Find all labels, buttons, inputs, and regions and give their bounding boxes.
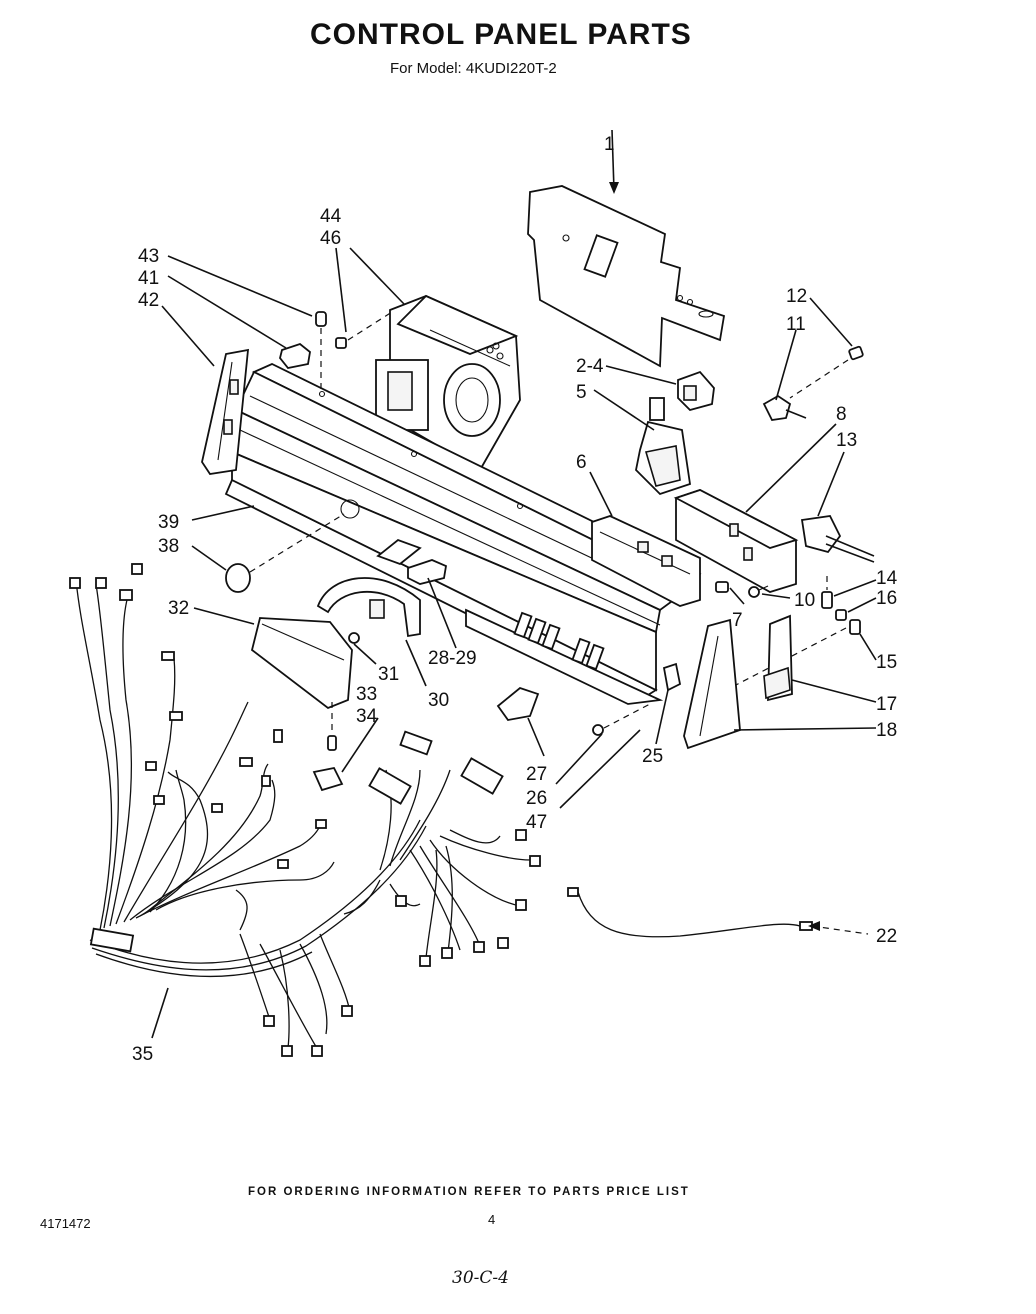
- part-46-screw: [335, 311, 393, 349]
- part-18-right-end-cap: [683, 618, 741, 750]
- part-30-bracket: [316, 577, 421, 638]
- callout-16: 16: [876, 588, 897, 609]
- part-33-screw: [327, 702, 337, 751]
- callout-18: 18: [876, 720, 897, 741]
- callout-31: 31: [378, 664, 399, 685]
- callout-30: 30: [428, 690, 449, 711]
- part-27-knob: [496, 686, 540, 721]
- callout-22: 22: [876, 926, 897, 947]
- callout-5: 5: [576, 382, 587, 403]
- callout-2-4: 2-4: [576, 356, 604, 377]
- part-16-screw: [835, 609, 847, 621]
- callout-12: 12: [786, 286, 807, 307]
- callout-25: 25: [642, 746, 663, 767]
- callout-10: 10: [794, 590, 815, 611]
- part-22-cable: [567, 887, 869, 938]
- ordering-note: FOR ORDERING INFORMATION REFER TO PARTS …: [248, 1186, 690, 1198]
- part-17-bracket: [763, 614, 793, 702]
- callout-11: 11: [786, 314, 806, 335]
- part-13-lever-switch: [800, 515, 875, 563]
- callout-8: 8: [836, 404, 847, 425]
- part-15-screw: [733, 619, 861, 687]
- page-number: 4: [488, 1212, 496, 1227]
- callout-26: 26: [526, 788, 547, 809]
- callout-38: 38: [158, 536, 179, 557]
- document-number: 4171472: [40, 1216, 91, 1231]
- callout-28-29: 28-29: [428, 648, 477, 669]
- console-panel: [216, 363, 702, 705]
- part-26-screw: [592, 703, 651, 736]
- part-43-screw: [315, 311, 327, 394]
- callout-43: 43: [138, 246, 159, 267]
- callout-13: 13: [836, 430, 857, 451]
- model-subtitle: For Model: 4KUDI220T-2: [390, 60, 557, 77]
- callout-labels: 1 44 46 43 41 42 12 11 2-4 5 8 13 6 39 3…: [132, 134, 898, 1065]
- callout-17: 17: [876, 694, 897, 715]
- callout-39: 39: [158, 512, 179, 533]
- part-31-screw: [348, 632, 360, 644]
- part-1-circuit-board: [527, 129, 726, 368]
- part-12-screw: [789, 345, 864, 399]
- part-14-screw: [821, 576, 833, 609]
- part-8-housing: [673, 489, 799, 593]
- part-2-4-switch: [677, 370, 715, 412]
- callout-34: 34: [356, 706, 378, 727]
- page-title: CONTROL PANEL PARTS: [310, 18, 692, 51]
- part-35-wiring-harness: [69, 563, 541, 1057]
- callout-47: 47: [526, 812, 547, 833]
- part-34-clip: [312, 766, 344, 792]
- callout-15: 15: [876, 652, 897, 673]
- callout-14: 14: [876, 568, 898, 589]
- part-10-screw: [748, 585, 769, 598]
- callout-35: 35: [132, 1044, 153, 1065]
- callout-6: 6: [576, 452, 587, 473]
- callout-46: 46: [320, 228, 341, 249]
- part-7-screw: [715, 581, 729, 593]
- part-28-29-bracket: [376, 538, 448, 585]
- part-41-bracket: [279, 342, 311, 369]
- part-38-knob: [225, 513, 345, 593]
- part-6-bracket: [591, 515, 701, 607]
- callout-27: 27: [526, 764, 547, 785]
- callout-44: 44: [320, 206, 342, 227]
- leader-lines: [151, 247, 877, 1039]
- part-5-bracket: [635, 397, 692, 496]
- callout-1: 1: [604, 134, 615, 155]
- handwritten-note: 30-C-4: [452, 1268, 509, 1288]
- callout-32: 32: [168, 598, 189, 619]
- callout-42: 42: [138, 290, 159, 311]
- part-32-display: [250, 617, 353, 710]
- callout-41: 41: [138, 268, 159, 289]
- part-11-clip: [762, 394, 807, 421]
- callout-7: 7: [732, 610, 743, 631]
- part-25-clip: [662, 662, 682, 692]
- part-42-left-end-cap: [201, 348, 250, 475]
- callout-33: 33: [356, 684, 377, 705]
